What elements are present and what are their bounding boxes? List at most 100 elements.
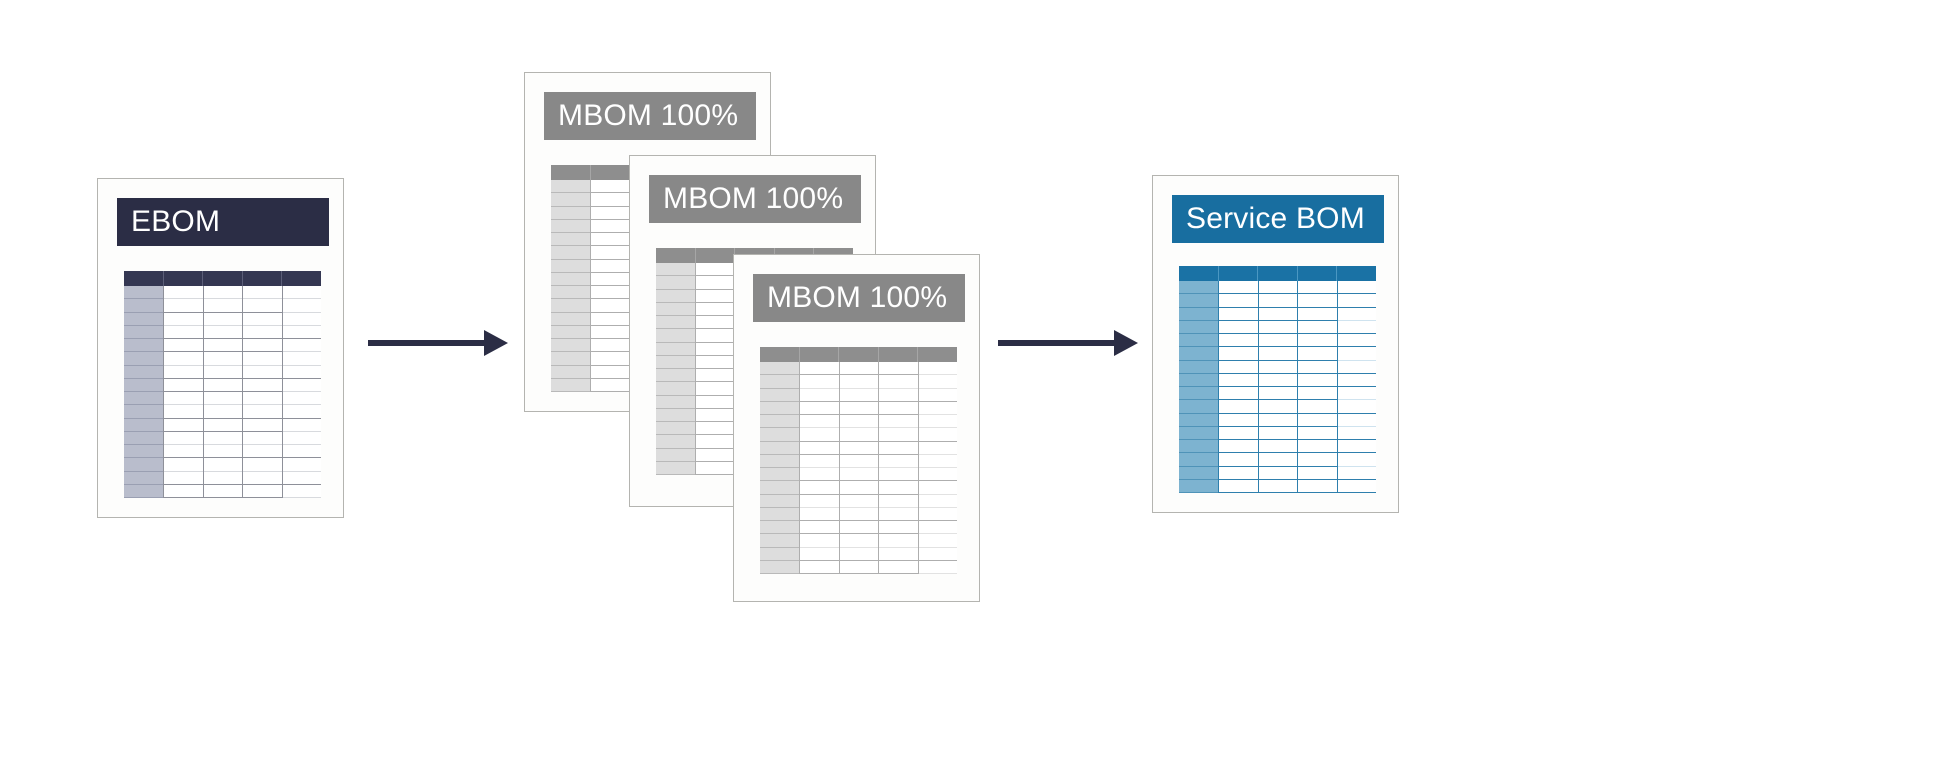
table-row <box>243 299 282 313</box>
table-row <box>124 445 164 459</box>
mbom-header-cell <box>590 165 631 180</box>
service-bom-data-column <box>1336 281 1376 493</box>
mbom-card-front[interactable]: MBOM 100% <box>733 254 980 602</box>
ebom-data-column <box>242 286 282 498</box>
table-row <box>282 352 321 366</box>
mbom-header-cell <box>551 165 591 180</box>
table-row <box>164 392 203 406</box>
table-row <box>124 286 164 300</box>
table-row <box>282 299 321 313</box>
mbom-data-column <box>590 180 630 392</box>
table-row <box>1179 281 1219 295</box>
mbom-middle-header-bar: MBOM 100% <box>649 175 861 223</box>
arrow-mbom-to-service-icon <box>998 330 1138 356</box>
table-row <box>164 432 203 445</box>
table-row <box>203 286 243 300</box>
table-row <box>282 485 321 498</box>
table-row <box>124 472 164 485</box>
table-row <box>1179 400 1219 414</box>
table-row <box>1179 308 1219 321</box>
mbom-header-cell <box>656 248 696 263</box>
table-row <box>164 379 203 392</box>
mbom-data-column <box>878 362 918 574</box>
mbom-back-header-bar: MBOM 100% <box>544 92 756 140</box>
table-row <box>1179 480 1219 493</box>
table-row <box>282 366 321 379</box>
table-row <box>124 432 164 445</box>
table-row <box>124 485 164 498</box>
table-row <box>282 286 321 300</box>
table-row <box>243 445 282 459</box>
mbom-data-column <box>799 362 839 574</box>
mbom-back-title-label: MBOM 100% <box>558 99 739 132</box>
table-row <box>243 458 282 472</box>
mbom-header-cell <box>760 347 800 362</box>
ebom-header-cell <box>124 271 164 286</box>
table-row <box>243 313 282 326</box>
table-row <box>243 392 282 406</box>
arrow-ebom-to-mbom-icon <box>368 330 508 356</box>
table-row <box>243 485 282 498</box>
mbom-header-cell <box>918 347 957 362</box>
table-row <box>1179 467 1219 480</box>
table-row <box>243 472 282 485</box>
service-bom-title-label: Service BOM <box>1186 202 1365 235</box>
service-bom-card[interactable]: Service BOM <box>1152 175 1399 513</box>
table-row <box>124 339 164 353</box>
table-row <box>243 326 282 339</box>
table-row <box>124 392 164 406</box>
table-row <box>124 419 164 432</box>
ebom-data-column <box>281 286 321 498</box>
table-row <box>203 405 243 419</box>
table-row <box>243 405 282 419</box>
table-row <box>203 366 243 379</box>
table-row <box>243 352 282 366</box>
service-bom-header-cell <box>1179 266 1219 281</box>
table-row <box>203 313 243 326</box>
table-row <box>1179 321 1219 334</box>
table-row <box>282 379 321 392</box>
service-bom-header-bar: Service BOM <box>1172 195 1384 243</box>
mbom-header-cell <box>839 347 879 362</box>
service-bom-header-cell <box>1258 266 1298 281</box>
table-row <box>203 432 243 445</box>
table-row <box>282 472 321 485</box>
table-row <box>282 339 321 353</box>
service-bom-header-cell <box>1337 266 1376 281</box>
table-row <box>203 445 243 459</box>
ebom-title-label: EBOM <box>131 205 221 238</box>
mbom-accent-column <box>656 263 696 475</box>
table-row <box>164 458 203 472</box>
service-bom-table-body <box>1179 281 1376 493</box>
table-row <box>282 458 321 472</box>
table-row <box>1179 374 1219 387</box>
ebom-table-header-row <box>124 271 321 286</box>
mbom-data-column <box>917 362 957 574</box>
table-row <box>282 432 321 445</box>
table-row <box>1179 387 1219 401</box>
table-row <box>164 419 203 432</box>
table-row <box>124 299 164 313</box>
table-row <box>164 339 203 353</box>
table-row <box>124 458 164 472</box>
table-row <box>203 339 243 353</box>
table-row <box>243 286 282 300</box>
ebom-data-column <box>202 286 243 498</box>
table-row <box>164 286 203 300</box>
table-row <box>164 299 203 313</box>
table-row <box>243 379 282 392</box>
mbom-data-column <box>695 263 735 475</box>
mbom-front-header-bar: MBOM 100% <box>753 274 965 322</box>
service-bom-data-column <box>1257 281 1298 493</box>
service-bom-header-cell <box>1297 266 1338 281</box>
table-row <box>1179 427 1219 440</box>
ebom-card[interactable]: EBOM <box>97 178 344 518</box>
ebom-header-cell <box>203 271 243 286</box>
table-row <box>1179 361 1219 374</box>
table-row <box>124 405 164 419</box>
mbom-front-table-header-row <box>760 347 957 362</box>
table-row <box>164 313 203 326</box>
arrow-head <box>1114 330 1138 356</box>
service-bom-data-column <box>1297 281 1337 493</box>
service-bom-accent-column <box>1179 281 1219 493</box>
